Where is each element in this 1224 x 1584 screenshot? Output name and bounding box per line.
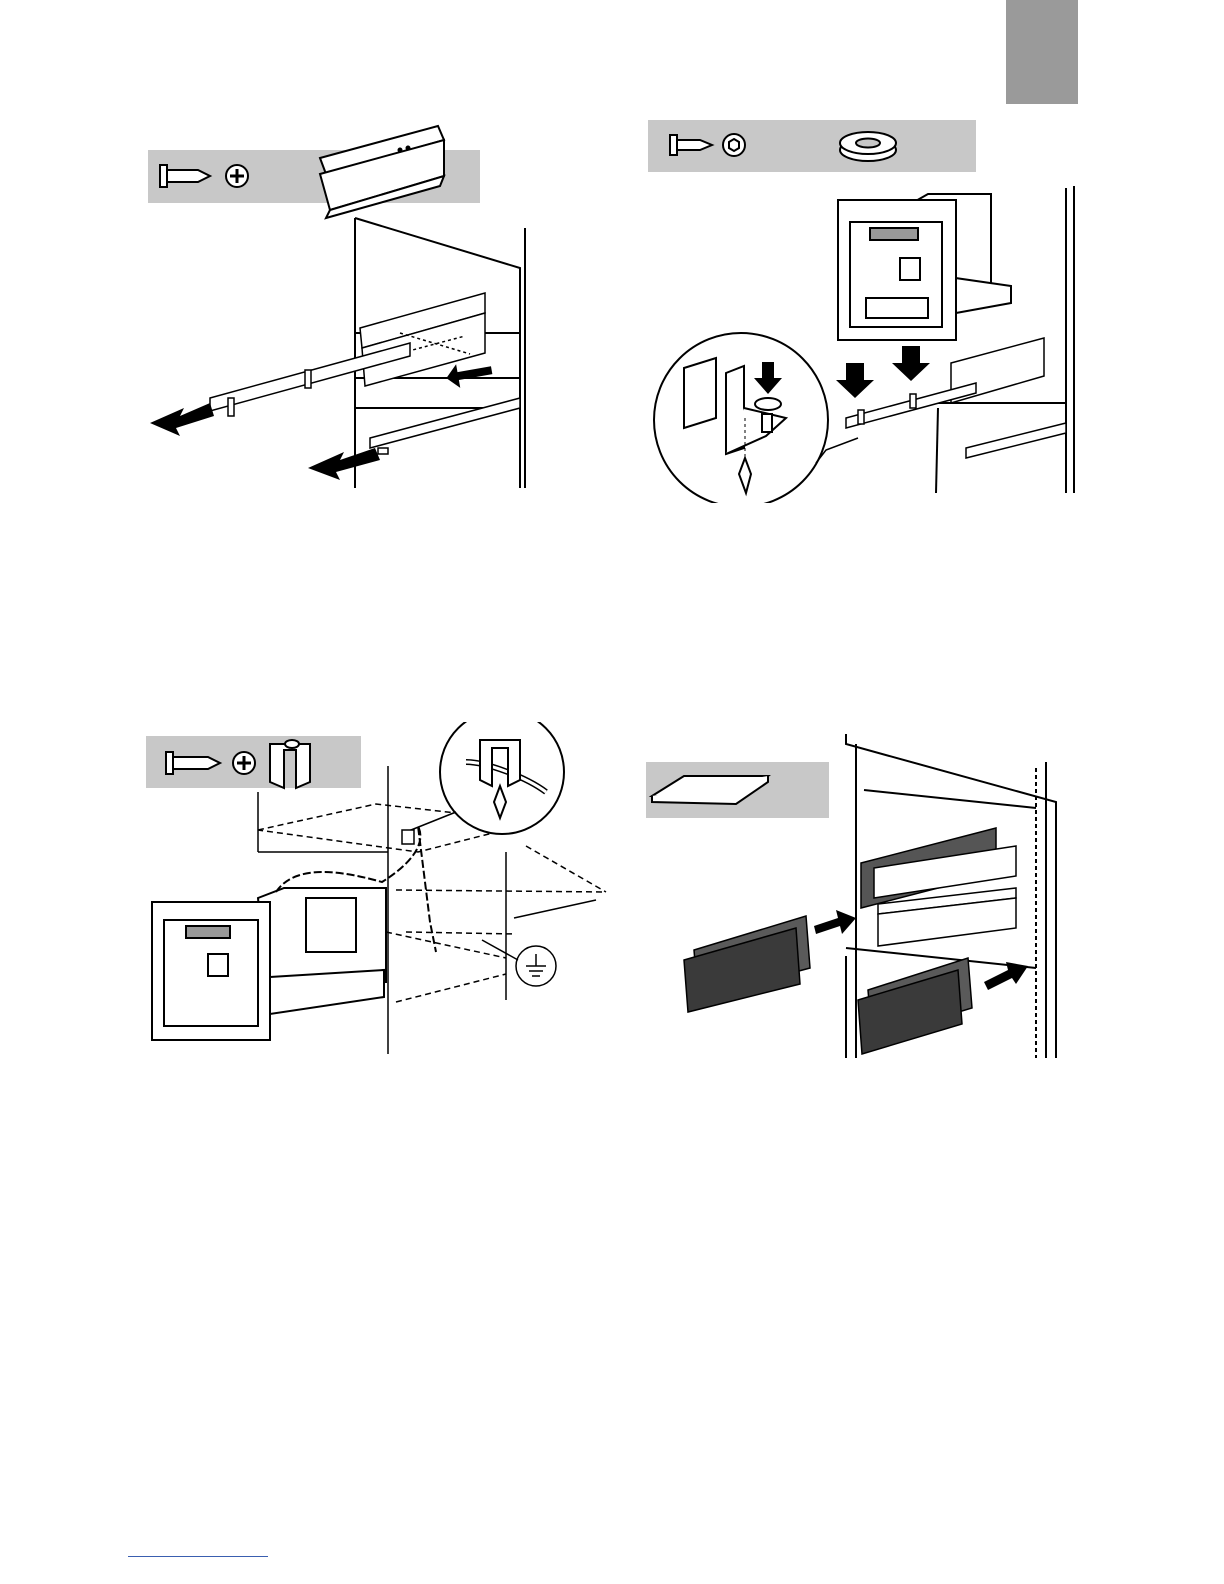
rails — [846, 338, 1066, 458]
phillips-head-icon — [226, 165, 248, 187]
pull-arrow-icon — [308, 448, 380, 480]
hex-head-icon — [723, 134, 745, 156]
coffee-machine — [838, 194, 1011, 340]
coffee-machine — [152, 888, 386, 1040]
figure-appliance-placement — [646, 118, 1086, 503]
mounting-rail-icon — [320, 126, 444, 218]
trim-panel — [684, 916, 810, 1012]
push-arrow-icon — [444, 358, 493, 390]
parts-bar — [146, 736, 361, 788]
pull-arrow-icon — [150, 403, 214, 436]
section-tab — [1006, 0, 1078, 104]
figure-rail-removal — [140, 118, 540, 498]
footer-link-rule — [128, 1556, 268, 1557]
parts-bar — [148, 126, 480, 218]
phillips-head-icon — [233, 752, 255, 774]
parts-bar — [648, 120, 976, 172]
right-arrow-icon — [984, 962, 1028, 990]
washer-icon — [840, 132, 896, 161]
detail-zoom — [654, 333, 858, 503]
down-arrow-icon — [836, 363, 874, 398]
figure-trim-panels — [646, 728, 1066, 1063]
right-arrow-icon — [814, 910, 856, 934]
extracted-rail — [210, 343, 520, 454]
rail-assembly — [861, 828, 1016, 946]
down-arrow-icon — [892, 346, 930, 381]
figure-cable-routing — [146, 722, 616, 1057]
parts-bar — [646, 762, 829, 818]
ground-symbol-icon — [482, 940, 556, 986]
detail-zoom — [402, 722, 564, 844]
trim-panel — [858, 958, 972, 1054]
